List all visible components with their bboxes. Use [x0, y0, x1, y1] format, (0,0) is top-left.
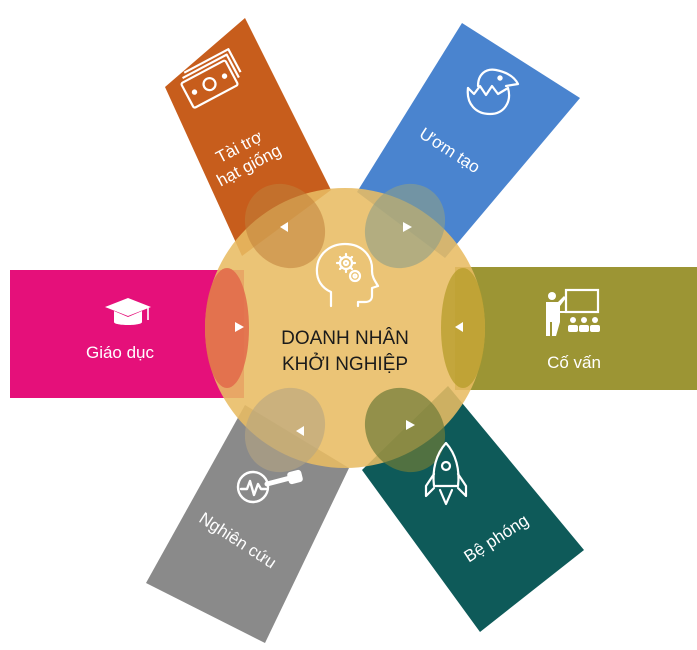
head-with-gears-icon	[315, 242, 380, 308]
direction-arrows	[235, 222, 463, 436]
teacher-board-icon	[546, 288, 600, 336]
mentoring-label: Cố vấn	[547, 353, 601, 372]
overlap-research	[244, 387, 326, 473]
education-label: Giáo dục	[86, 343, 155, 362]
money-icon	[180, 48, 242, 109]
arrow-left-icon	[455, 322, 463, 332]
arrow-right-icon	[406, 420, 415, 430]
arrow-right-icon	[403, 222, 412, 232]
center-content: DOANH NHÂN KHỞI NGHIỆP	[281, 242, 409, 375]
petal-education-content: Giáo dục	[86, 298, 155, 362]
petal-education	[10, 270, 244, 398]
arrow-right-icon	[235, 322, 244, 332]
center-title-line2: KHỞI NGHIỆP	[282, 353, 408, 375]
arrow-left-icon	[296, 426, 304, 436]
arrow-left-icon	[280, 222, 288, 232]
rocket-icon	[424, 441, 468, 506]
overlap-launchpad	[364, 387, 446, 473]
hatching-egg-icon	[466, 68, 520, 116]
graduation-cap-icon	[105, 298, 151, 325]
overlap-education	[205, 268, 249, 388]
center-title-line1: DOANH NHÂN	[281, 327, 409, 349]
magnifier-chart-icon	[236, 469, 303, 504]
petal-mentoring-content: Cố vấn	[546, 288, 601, 372]
